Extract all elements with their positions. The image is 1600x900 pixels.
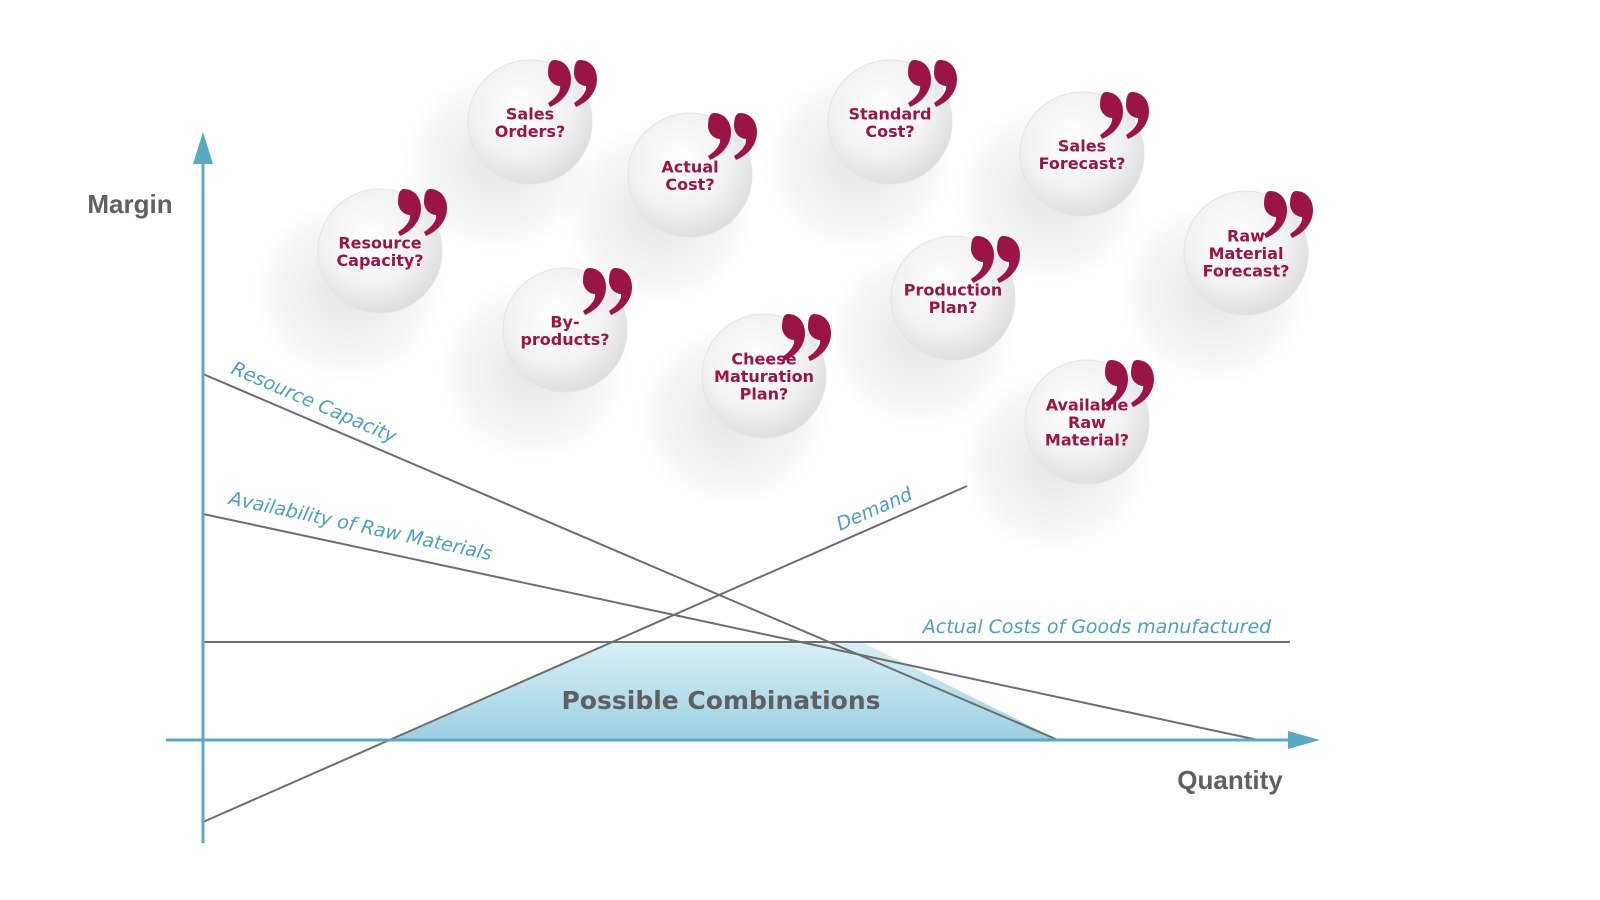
x-axis-label: Quantity [1177, 765, 1283, 795]
bubble-text-line: Forecast? [1039, 154, 1126, 173]
bubble-text-line: Cheese [731, 350, 796, 369]
bubble-text-line: Sales [1058, 136, 1106, 155]
raw-materials-line [202, 513, 1259, 741]
question-bubbles: SalesOrders?ResourceCapacity?ActualCost?… [252, 59, 1313, 554]
bubble-text-line: Standard [849, 104, 932, 123]
bubble-text-line: Plan? [740, 385, 789, 404]
bubble-text-line: By- [550, 312, 579, 331]
bubble-text-line: Maturation [714, 367, 814, 386]
bubble-text-line: products? [520, 330, 609, 349]
demand-label: Demand [833, 483, 916, 536]
bubble-text-line: Sales [506, 104, 554, 123]
y-axis-arrow-icon [193, 132, 213, 164]
y-axis-label: Margin [87, 189, 172, 219]
possible-combinations-label: Possible Combinations [561, 686, 880, 715]
bubble-text-line: Production [904, 280, 1002, 299]
bubble-text-line: Orders? [495, 122, 566, 141]
bubble-text-line: Material [1209, 244, 1284, 263]
demand-line [202, 485, 968, 823]
bubble-text-line: Material? [1045, 431, 1129, 450]
bubble-text-line: Resource [338, 233, 421, 252]
bubble-text-line: Cost? [865, 122, 914, 141]
bubble-text-line: Capacity? [336, 251, 423, 270]
bubble-text-line: Available [1046, 396, 1129, 415]
bubble-text-line: Plan? [929, 298, 978, 317]
question-bubble-by-products: By-products? [437, 267, 632, 462]
resource-capacity-line [202, 373, 1059, 741]
actual-costs-label: Actual Costs of Goods manufactured [921, 616, 1272, 638]
raw-materials-label: Availability of Raw Materials [225, 487, 494, 565]
bubble-text-line: Cost? [665, 175, 714, 194]
bubble-text-line: Raw [1068, 413, 1106, 432]
x-axis-arrow-icon [1288, 731, 1320, 749]
bubble-text-line: Raw [1227, 227, 1265, 246]
bubble-text-line: Actual [661, 157, 718, 176]
bubble-text-line: Forecast? [1203, 262, 1290, 281]
